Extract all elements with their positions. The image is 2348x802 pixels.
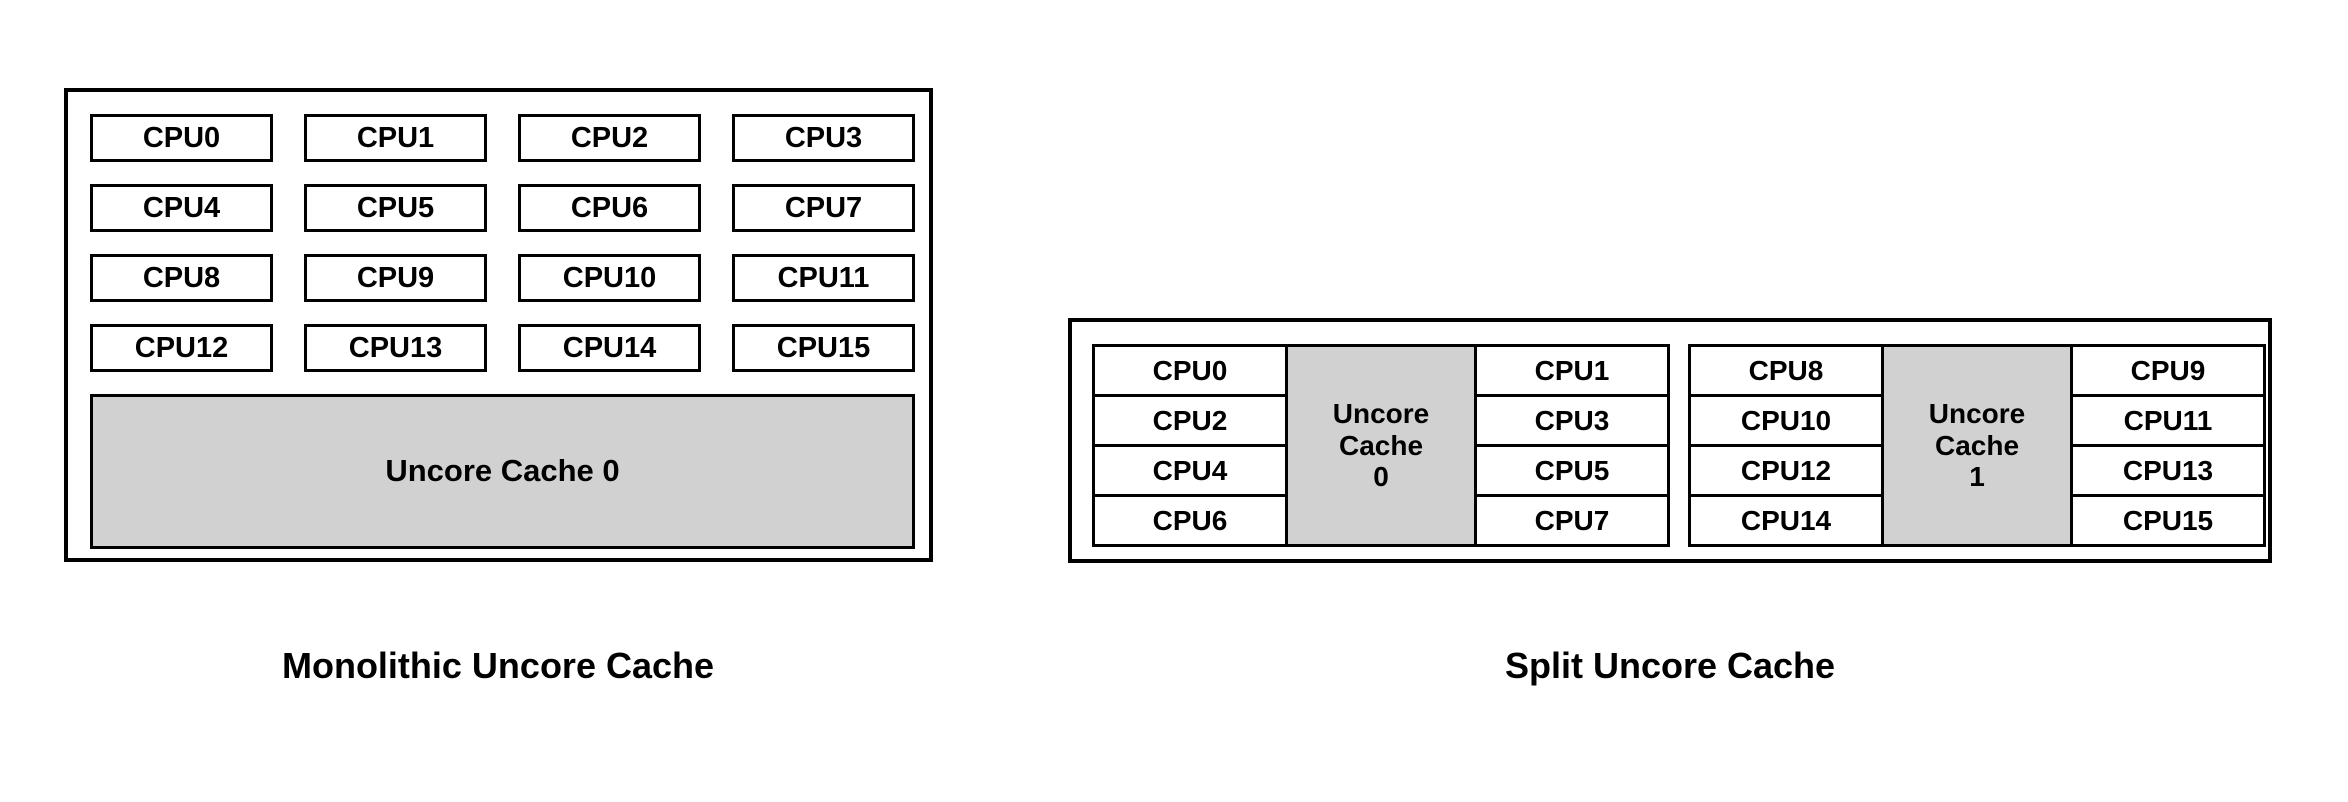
uncore-cache-label: Uncore Cache 1 bbox=[1928, 398, 2026, 493]
cpu-label: CPU6 bbox=[1152, 504, 1228, 536]
cpu-label: CPU14 bbox=[562, 331, 657, 364]
uncore-cache-box: Uncore Cache 0 bbox=[1285, 347, 1477, 544]
split-caption: Split Uncore Cache bbox=[1270, 645, 2070, 686]
cpu-label: CPU13 bbox=[2122, 454, 2214, 486]
cpu-box: CPU14 bbox=[518, 324, 701, 372]
caption-label: Monolithic Uncore Cache bbox=[281, 645, 715, 686]
cpu-label: CPU10 bbox=[1740, 404, 1832, 436]
cpu-box: CPU8 bbox=[1691, 347, 1881, 397]
cpu-label: CPU7 bbox=[784, 191, 863, 224]
cpu-box: CPU11 bbox=[2073, 397, 2263, 447]
split-cache-group: CPU8 CPU10 CPU12 CPU14 Uncore Cache 1 CP… bbox=[1688, 344, 2266, 547]
cpu-label: CPU12 bbox=[1740, 454, 1832, 486]
cpu-label: CPU1 bbox=[356, 121, 435, 154]
cpu-box: CPU15 bbox=[2073, 497, 2263, 544]
cpu-box: CPU6 bbox=[1095, 497, 1285, 544]
cpu-box: CPU3 bbox=[1477, 397, 1667, 447]
cpu-box: CPU10 bbox=[518, 254, 701, 302]
cpu-box: CPU10 bbox=[1691, 397, 1881, 447]
cpu-label: CPU12 bbox=[134, 331, 229, 364]
monolithic-caption: Monolithic Uncore Cache bbox=[98, 645, 898, 686]
cpu-label: CPU11 bbox=[777, 261, 870, 294]
split-group-container: CPU0 CPU2 CPU4 CPU6 Uncore Cache 0 CPU1 … bbox=[1092, 344, 2266, 547]
cpu-label: CPU8 bbox=[142, 261, 221, 294]
cpu-box: CPU7 bbox=[732, 184, 915, 232]
cpu-label: CPU11 bbox=[2123, 404, 2213, 436]
cpu-box: CPU2 bbox=[518, 114, 701, 162]
cpu-column-left: CPU8 CPU10 CPU12 CPU14 bbox=[1691, 347, 1881, 544]
uncore-cache-column: Uncore Cache 0 bbox=[1285, 347, 1477, 544]
cpu-label: CPU15 bbox=[776, 331, 871, 364]
cpu-label: CPU0 bbox=[1152, 354, 1228, 386]
cpu-box: CPU13 bbox=[2073, 447, 2263, 497]
cpu-box: CPU15 bbox=[732, 324, 915, 372]
cpu-label: CPU8 bbox=[1748, 354, 1824, 386]
cpu-label: CPU0 bbox=[142, 121, 221, 154]
cpu-label: CPU2 bbox=[570, 121, 649, 154]
cpu-label: CPU15 bbox=[2122, 504, 2214, 536]
cpu-label: CPU4 bbox=[142, 191, 221, 224]
uncore-cache-label: Uncore Cache 0 bbox=[385, 453, 620, 489]
cpu-column-right: CPU9 CPU11 CPU13 CPU15 bbox=[2073, 347, 2263, 544]
cpu-label: CPU3 bbox=[1534, 404, 1610, 436]
cpu-label: CPU9 bbox=[2130, 354, 2206, 386]
monolithic-socket-frame: CPU0 CPU1 CPU2 CPU3 CPU4 CPU5 CPU6 CPU7 … bbox=[64, 88, 933, 562]
monolithic-cpu-grid: CPU0 CPU1 CPU2 CPU3 CPU4 CPU5 CPU6 CPU7 … bbox=[90, 114, 915, 372]
cpu-label: CPU1 bbox=[1534, 354, 1610, 386]
cpu-box: CPU5 bbox=[304, 184, 487, 232]
cpu-box: CPU2 bbox=[1095, 397, 1285, 447]
cpu-box: CPU12 bbox=[90, 324, 273, 372]
uncore-cache-box: Uncore Cache 1 bbox=[1881, 347, 2073, 544]
cpu-label: CPU5 bbox=[356, 191, 435, 224]
cpu-box: CPU0 bbox=[1095, 347, 1285, 397]
cpu-column-left: CPU0 CPU2 CPU4 CPU6 bbox=[1095, 347, 1285, 544]
cpu-box: CPU9 bbox=[304, 254, 487, 302]
cpu-box: CPU4 bbox=[1095, 447, 1285, 497]
uncore-cache-box: Uncore Cache 0 bbox=[90, 394, 915, 549]
cpu-column-right: CPU1 CPU3 CPU5 CPU7 bbox=[1477, 347, 1667, 544]
cpu-box: CPU14 bbox=[1691, 497, 1881, 544]
cpu-label: CPU4 bbox=[1152, 454, 1228, 486]
cpu-label: CPU6 bbox=[570, 191, 649, 224]
cpu-label: CPU9 bbox=[356, 261, 435, 294]
cpu-box: CPU9 bbox=[2073, 347, 2263, 397]
cpu-label: CPU10 bbox=[562, 261, 657, 294]
cpu-label: CPU2 bbox=[1152, 404, 1228, 436]
caption-label: Split Uncore Cache bbox=[1504, 645, 1836, 686]
cpu-box: CPU3 bbox=[732, 114, 915, 162]
cpu-box: CPU8 bbox=[90, 254, 273, 302]
uncore-cache-column: Uncore Cache 1 bbox=[1881, 347, 2073, 544]
cpu-box: CPU4 bbox=[90, 184, 273, 232]
cpu-box: CPU11 bbox=[732, 254, 915, 302]
uncore-cache-label: Uncore Cache 0 bbox=[1332, 398, 1430, 493]
cpu-box: CPU7 bbox=[1477, 497, 1667, 544]
cpu-box: CPU6 bbox=[518, 184, 701, 232]
cpu-box: CPU12 bbox=[1691, 447, 1881, 497]
cpu-label: CPU3 bbox=[784, 121, 863, 154]
cpu-box: CPU13 bbox=[304, 324, 487, 372]
cpu-box: CPU1 bbox=[304, 114, 487, 162]
cpu-label: CPU14 bbox=[1740, 504, 1832, 536]
cpu-label: CPU7 bbox=[1534, 504, 1610, 536]
split-socket-frame: CPU0 CPU2 CPU4 CPU6 Uncore Cache 0 CPU1 … bbox=[1068, 318, 2272, 563]
cpu-box: CPU5 bbox=[1477, 447, 1667, 497]
cpu-label: CPU5 bbox=[1534, 454, 1610, 486]
split-cache-group: CPU0 CPU2 CPU4 CPU6 Uncore Cache 0 CPU1 … bbox=[1092, 344, 1670, 547]
cpu-box: CPU1 bbox=[1477, 347, 1667, 397]
cpu-label: CPU13 bbox=[348, 331, 443, 364]
cpu-box: CPU0 bbox=[90, 114, 273, 162]
